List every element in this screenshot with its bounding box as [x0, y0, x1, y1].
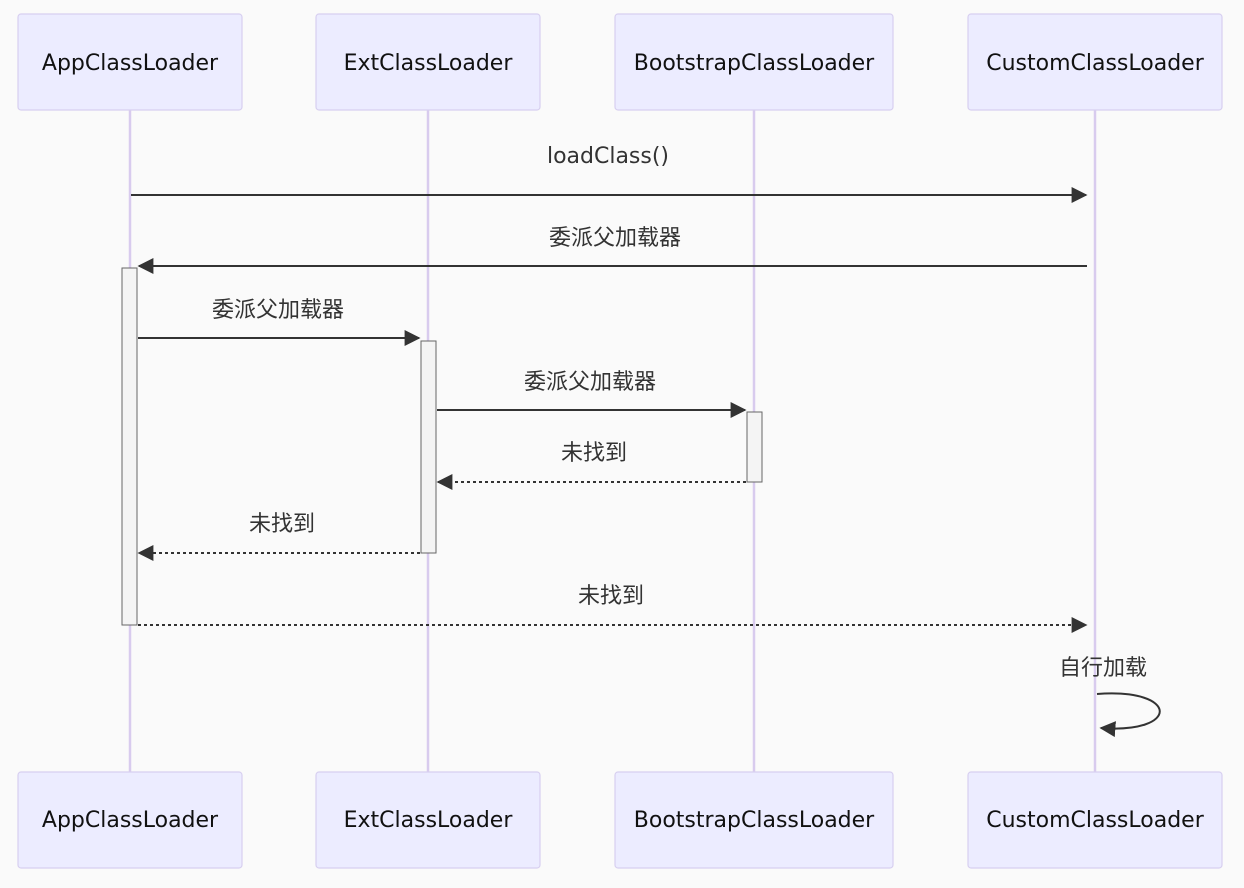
- participant-app-top: AppClassLoader: [17, 13, 243, 111]
- message-delegate-custom-app-label: 委派父加载器: [549, 226, 681, 251]
- participant-ext-bottom-label: ExtClassLoader: [344, 808, 514, 833]
- participant-app-bottom-label: AppClassLoader: [42, 808, 219, 833]
- participant-ext-label: ExtClassLoader: [344, 51, 514, 76]
- message-delegate-app-ext-label: 委派父加载器: [212, 298, 344, 323]
- participant-custom-bottom-label: CustomClassLoader: [986, 808, 1204, 833]
- message-delegate-ext-boot: 委派父加载器: [437, 370, 747, 418]
- message-delegate-app-ext: 委派父加载器: [138, 298, 421, 346]
- message-loadclass: loadClass(): [131, 144, 1088, 203]
- activation-boot: [746, 411, 763, 483]
- message-self-load-label: 自行加载: [1059, 656, 1147, 681]
- participant-custom-label: CustomClassLoader: [986, 51, 1204, 76]
- message-loadclass-label: loadClass(): [547, 144, 669, 169]
- participant-app-label: AppClassLoader: [42, 51, 219, 76]
- message-notfound-ext-app-label: 未找到: [249, 512, 315, 537]
- participant-custom-top: CustomClassLoader: [967, 13, 1223, 111]
- participant-boot-top: BootstrapClassLoader: [614, 13, 894, 111]
- message-notfound-boot-ext: 未找到: [436, 441, 746, 490]
- message-notfound-ext-app: 未找到: [137, 512, 420, 561]
- participant-app-bottom: AppClassLoader: [17, 771, 243, 869]
- participant-ext-top: ExtClassLoader: [315, 13, 541, 111]
- activation-app: [121, 267, 138, 626]
- message-self-load: 自行加载: [1059, 656, 1161, 738]
- participant-custom-bottom: CustomClassLoader: [967, 771, 1223, 869]
- message-notfound-boot-ext-label: 未找到: [561, 441, 627, 466]
- message-notfound-app-custom: 未找到: [138, 584, 1088, 633]
- message-notfound-app-custom-label: 未找到: [578, 584, 644, 609]
- message-self-load-arrow: [1096, 692, 1161, 738]
- participant-boot-bottom-label: BootstrapClassLoader: [634, 808, 875, 833]
- participant-ext-bottom: ExtClassLoader: [315, 771, 541, 869]
- activation-ext: [420, 340, 437, 554]
- participant-boot-label: BootstrapClassLoader: [634, 51, 875, 76]
- participant-boot-bottom: BootstrapClassLoader: [614, 771, 894, 869]
- message-delegate-ext-boot-label: 委派父加载器: [524, 370, 656, 395]
- message-delegate-custom-app: 委派父加载器: [137, 226, 1087, 274]
